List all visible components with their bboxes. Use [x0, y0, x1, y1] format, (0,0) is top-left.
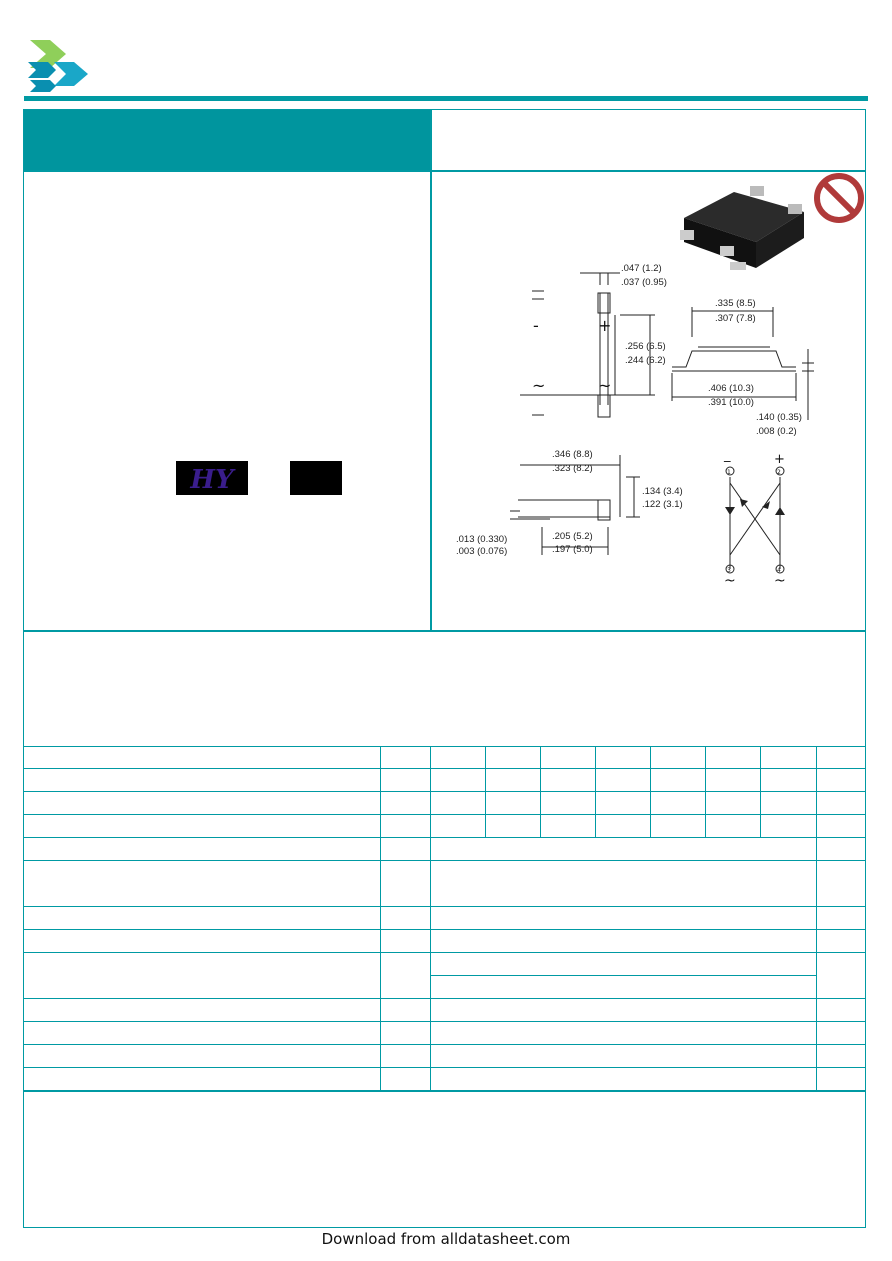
- dim-body-width-min: .307 (7.8): [715, 313, 756, 324]
- dim-overall-min: .391 (10.0): [708, 397, 754, 408]
- schematic-plus-label: +: [774, 452, 785, 467]
- header-rule: [24, 96, 868, 101]
- dim-overall-max: .406 (10.3): [708, 383, 754, 394]
- brand-mark: [290, 461, 342, 495]
- pin-number: 3: [727, 567, 731, 574]
- pin-ac-label: ~: [532, 376, 545, 395]
- pin-ac-label: ~: [598, 376, 611, 395]
- dim-lead-thickness-min: .008 (0.2): [756, 426, 797, 437]
- prohibited-icon: [814, 173, 864, 223]
- hy-brand-logo: HY: [176, 461, 248, 495]
- pin-number: 2: [777, 469, 781, 476]
- pin-number: 1: [727, 469, 731, 476]
- schematic-minus-label: _: [723, 448, 731, 463]
- dim-lead-width-max: .047 (1.2): [621, 263, 662, 274]
- page-frame: [23, 109, 866, 1228]
- dim-pitch-max: .205 (5.2): [552, 531, 593, 542]
- dim-length-min: .323 (8.2): [552, 463, 593, 474]
- footer-text[interactable]: Download from alldatasheet.com: [321, 1230, 571, 1248]
- pin-number: 4: [777, 567, 781, 574]
- component-photo: [680, 186, 804, 270]
- dim-height-max: .134 (3.4): [642, 486, 683, 497]
- section-divider: [24, 170, 866, 172]
- dim-standoff-min: .003 (0.076): [456, 546, 507, 557]
- dim-lead-width-min: .037 (0.95): [621, 277, 667, 288]
- svg-text:HY: HY: [189, 465, 236, 495]
- pin-minus-label: -: [533, 316, 539, 335]
- pin-plus-label: +: [598, 316, 611, 335]
- package-outline-drawing: .047 (1.2) .037 (0.95) .335 (8.5) .307 (…: [456, 263, 814, 589]
- dim-pitch-min: .197 (5.0): [552, 544, 593, 555]
- dim-body-width-max: .335 (8.5): [715, 298, 756, 309]
- dim-lead-thickness-max: .140 (0.35): [756, 412, 802, 423]
- section-divider: [430, 110, 432, 631]
- chevron-arrows-logo: [28, 40, 88, 92]
- dim-body-height-min: .244 (6.2): [625, 355, 666, 366]
- schematic-ac-label: ~: [774, 573, 786, 589]
- title-banner: [24, 110, 430, 170]
- dim-body-height-max: .256 (6.5): [625, 341, 666, 352]
- dim-height-min: .122 (3.1): [642, 499, 683, 510]
- section-divider: [24, 1090, 866, 1092]
- dim-length-max: .346 (8.8): [552, 449, 593, 460]
- schematic-ac-label: ~: [724, 573, 736, 589]
- section-divider: [24, 630, 866, 632]
- dim-standoff-max: .013 (0.330): [456, 534, 507, 545]
- ratings-table: [24, 746, 866, 1092]
